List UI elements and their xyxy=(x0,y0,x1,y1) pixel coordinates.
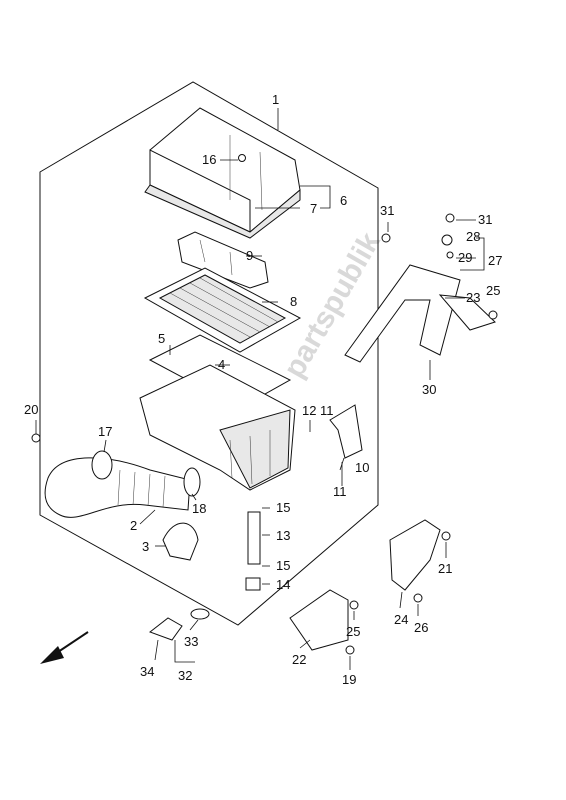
screw-16 xyxy=(238,154,246,162)
callout-24: 24 xyxy=(394,612,408,627)
collar-29 xyxy=(446,251,454,259)
direction-arrow-icon xyxy=(40,631,89,664)
callout-6: 6 xyxy=(340,193,347,208)
callout-20: 20 xyxy=(24,402,38,417)
drain-tube xyxy=(247,511,261,565)
callout-1: 1 xyxy=(272,92,279,107)
callout-31-left: 31 xyxy=(380,203,394,218)
callout-18: 18 xyxy=(192,501,206,516)
breather-elbow xyxy=(329,404,363,459)
callout-5: 5 xyxy=(158,331,165,346)
callout-4: 4 xyxy=(218,357,225,372)
callout-10: 10 xyxy=(355,460,369,475)
air-cleaner-cap xyxy=(144,107,301,239)
drain-plug xyxy=(245,577,261,591)
air-cleaner-case xyxy=(139,364,296,491)
callout-28: 28 xyxy=(466,229,480,244)
bolt-25-top xyxy=(488,310,498,320)
bolt-19 xyxy=(345,645,355,655)
callout-8: 8 xyxy=(290,294,297,309)
callout-25-top: 25 xyxy=(486,283,500,298)
assembly-frame xyxy=(39,81,379,626)
callout-33: 33 xyxy=(184,634,198,649)
callout-labels: 1 16 6 7 9 8 5 4 31 31 28 29 27 23 25 30… xyxy=(24,92,502,687)
callout-16: 16 xyxy=(202,152,216,167)
callout-3: 3 xyxy=(142,539,149,554)
callout-9: 9 xyxy=(246,248,253,263)
callout-14: 14 xyxy=(276,577,290,592)
grommet-28 xyxy=(441,234,453,246)
air-filter-element xyxy=(143,267,302,353)
sensor-fitting xyxy=(148,617,183,641)
mounting-bracket xyxy=(344,264,461,363)
callout-32: 32 xyxy=(178,668,192,683)
leader-lines xyxy=(35,108,485,670)
callout-11-lower: 11 xyxy=(333,484,347,499)
callout-2: 2 xyxy=(130,518,137,533)
bolt-26 xyxy=(413,593,423,603)
bolt-21 xyxy=(441,531,451,541)
bracket-plate xyxy=(438,294,496,331)
callout-34: 34 xyxy=(140,664,154,679)
callout-15-upper: 15 xyxy=(276,500,290,515)
callout-21: 21 xyxy=(438,561,452,576)
bolt-20 xyxy=(31,433,41,443)
callout-27: 27 xyxy=(488,253,502,268)
callout-17: 17 xyxy=(98,424,112,439)
callout-30: 30 xyxy=(422,382,436,397)
hose-bracket xyxy=(162,522,199,561)
cover-plate xyxy=(289,589,349,651)
callout-19: 19 xyxy=(342,672,356,687)
callout-15-lower: 15 xyxy=(276,558,290,573)
callout-22: 22 xyxy=(292,652,306,667)
callout-29: 29 xyxy=(458,250,472,265)
bolt-31-left xyxy=(381,233,391,243)
bolt-25-bottom xyxy=(349,600,359,610)
callout-11-upper: 11 xyxy=(320,403,334,418)
callout-31-right: 31 xyxy=(478,212,492,227)
callout-23: 23 xyxy=(466,290,480,305)
outlet-clamp xyxy=(183,467,201,497)
intake-duct xyxy=(177,231,269,289)
callout-26: 26 xyxy=(414,620,428,635)
hose-clamp xyxy=(91,450,113,480)
callout-13: 13 xyxy=(276,528,290,543)
bolt-31-right xyxy=(445,213,455,223)
callout-7: 7 xyxy=(310,201,317,216)
inlet-hose xyxy=(44,457,191,518)
callout-12: 12 xyxy=(302,403,316,418)
callout-25-bottom: 25 xyxy=(346,624,360,639)
filter-mesh xyxy=(169,277,279,338)
side-bracket xyxy=(389,519,441,591)
seal-ring xyxy=(190,608,210,620)
